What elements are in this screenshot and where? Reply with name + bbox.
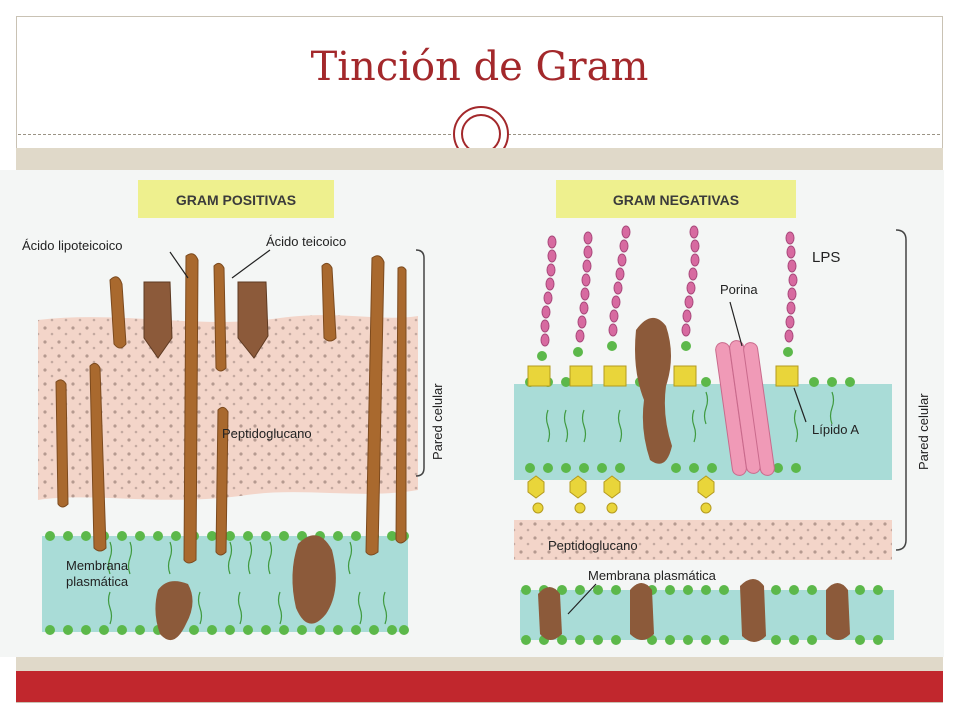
label-teichoic: Ácido teicoico [266,234,346,249]
slide-title: Tinción de Gram [310,44,649,90]
label-porin: Porina [720,282,758,297]
gn-label-cell-wall: Pared celular [916,393,931,470]
gp-membrane-tails [107,541,388,625]
gn-outer-protein [635,317,672,464]
gp-teichoic-rods [55,253,407,564]
gram-negative-panel: GRAM NEGATIVAS [514,180,931,645]
gram-diagram: GRAM POSITIVAS [0,170,944,657]
tan-band-bottom [16,657,943,671]
gn-plasma-membrane-heads [521,585,883,645]
gn-cell-wall-bracket [895,229,907,551]
gp-membrane-protein-2 [292,535,336,624]
tan-band-top [16,148,943,170]
gram-diagram-svg: GRAM POSITIVAS [22,180,931,645]
gram-negative-header: GRAM NEGATIVAS [613,192,739,208]
leader-lipoteichoic [169,251,189,279]
leader-teichoic [231,249,271,279]
gn-lps-chains [527,225,799,387]
gp-cell-wall-bracket [415,249,425,477]
label-lps: LPS [812,249,840,266]
gn-label-membrane: Membrana plasmática [588,568,717,583]
gp-teichoic-block-2 [237,281,269,359]
gp-label-membrane-line2: plasmática [66,574,129,589]
gp-membrane-protein-1 [155,581,193,641]
gn-porin [715,340,775,476]
label-lipoteichoic: Ácido lipoteicoico [22,238,122,253]
footer-accent-bar [16,671,943,702]
gram-positive-header: GRAM POSITIVAS [176,192,296,208]
gn-lipoproteins [527,475,715,514]
gn-label-peptidoglycan: Peptidoglucano [548,538,638,553]
gn-plasma-membrane-proteins [538,579,850,642]
leader-porin [729,301,743,347]
title-divider-left [18,134,456,135]
title-divider-right [508,134,940,135]
gp-teichoic-block-1 [143,281,173,359]
gp-peptidoglycan-texture [38,315,418,500]
gram-positive-panel: GRAM POSITIVAS [22,180,445,641]
gram-positive-header-box [138,180,334,218]
leader-lipid-a [793,387,807,423]
gp-label-peptidoglycan: Peptidoglucano [222,426,312,441]
gn-outer-membrane-tails [545,391,835,443]
gn-outer-membrane-band [514,384,892,480]
label-lipid-a: Lípido A [812,422,859,437]
gram-negative-header-box [556,180,796,218]
gn-peptidoglycan-texture [514,520,892,560]
leader-membrane [567,583,597,615]
gp-label-cell-wall: Pared celular [430,383,445,460]
gp-label-membrane-line1: Membrana [66,558,129,573]
